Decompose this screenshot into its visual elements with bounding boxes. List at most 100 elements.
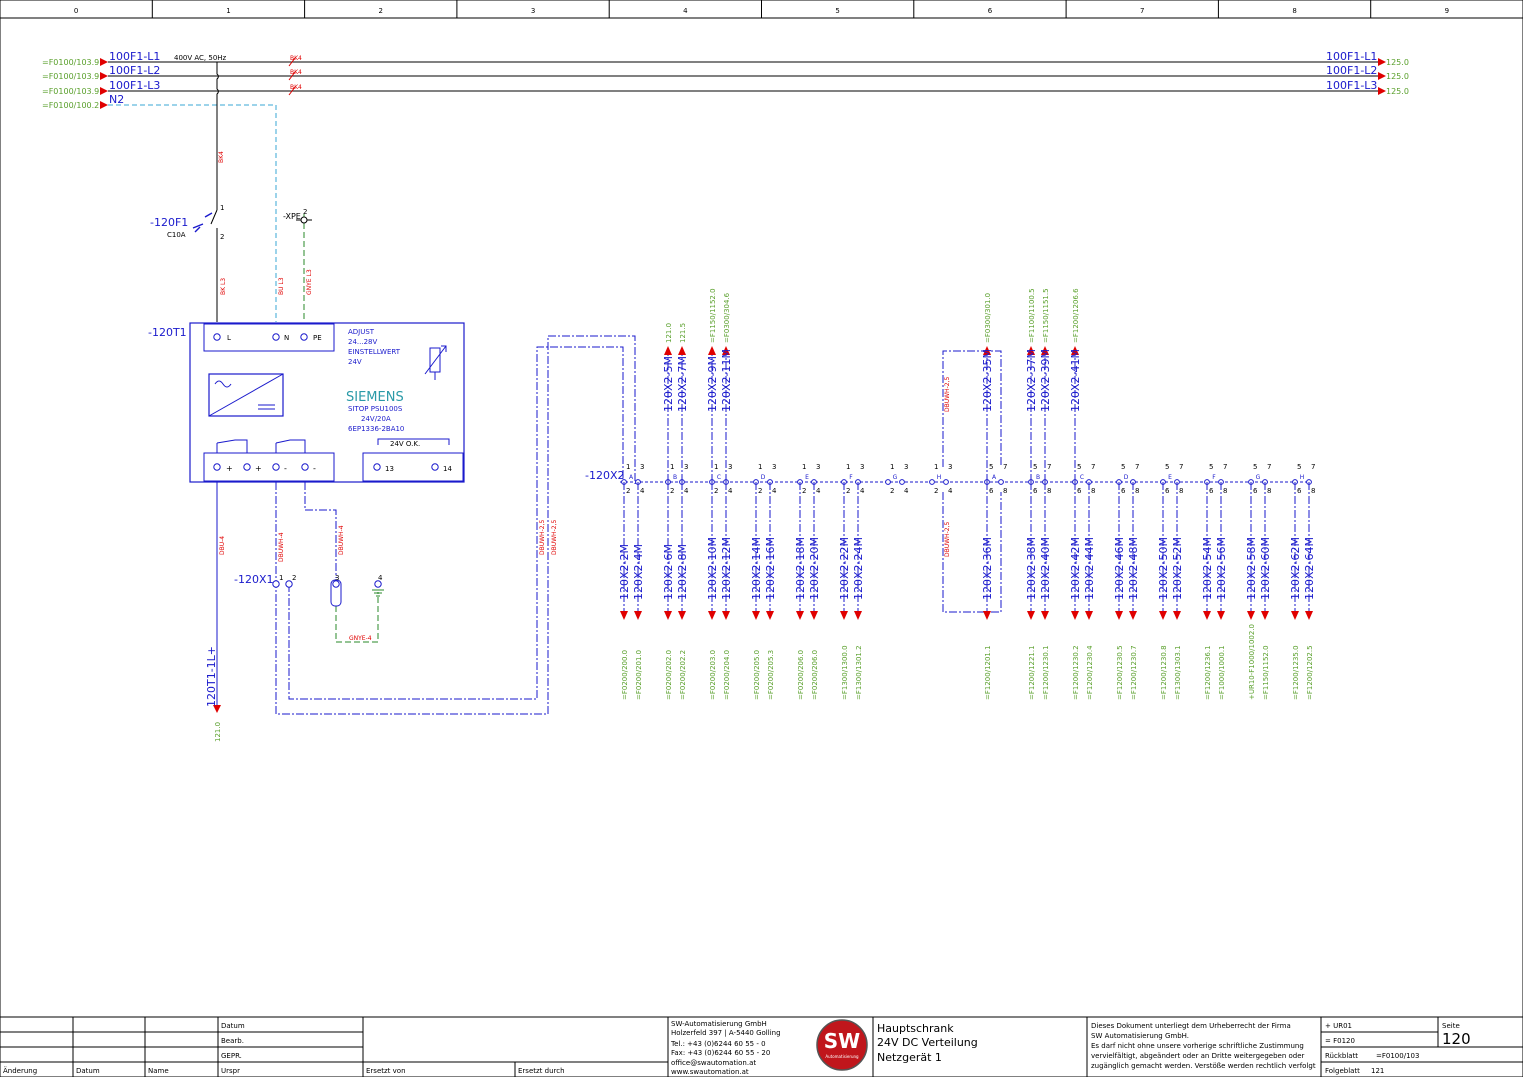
tb-company-5: office@swautomation.at <box>671 1059 756 1067</box>
tb-page-label: Seite <box>1442 1022 1460 1030</box>
x2-pin-bottom: 8 <box>1047 487 1051 495</box>
psu-pin-l: L <box>227 334 231 342</box>
x2-group-label: B <box>673 474 677 481</box>
x2-terminal <box>929 479 935 485</box>
x2-bottom-ref: =F0200/206.0 <box>811 650 819 700</box>
x2-pin-bottom: 6 <box>1121 487 1126 495</box>
ruler-label-3: 3 <box>531 7 535 15</box>
x2-pin-bottom: 8 <box>1179 487 1183 495</box>
x2-bottom-ref: =F1200/1235.0 <box>1292 645 1300 700</box>
x2-bottom-ref: =F1200/1201.1 <box>984 645 992 700</box>
supply-name-l2: 100F1-L2 <box>109 64 160 77</box>
x2-pin-top: 1 <box>890 463 894 471</box>
x2-bottom-arrow <box>1129 611 1137 620</box>
x2-bottom-ref: =F1200/1230.8 <box>1160 645 1168 700</box>
x2-terminal <box>885 479 891 485</box>
x2-group-label: C <box>1080 474 1084 481</box>
x2-pin-top: 5 <box>989 463 993 471</box>
tb-next-label: Folgeblatt <box>1325 1067 1360 1075</box>
x2-pin-bottom: 6 <box>1253 487 1258 495</box>
x2-pin-top: 7 <box>1003 463 1007 471</box>
x2-group-label: G <box>893 474 898 481</box>
pe-terminal-tag: -XPE <box>283 212 301 221</box>
x2-group-label: B <box>1036 474 1040 481</box>
ruler-label-8: 8 <box>1292 7 1296 15</box>
x2-bottom-arrow <box>810 611 818 620</box>
supply-right-ref-l2: 125.0 <box>1386 72 1409 81</box>
x2-pin-bottom: 6 <box>989 487 994 495</box>
terminal-point <box>301 463 309 471</box>
supply-right-l1: 100F1-L1 <box>1326 50 1377 63</box>
x2-bottom-arrow <box>1041 611 1049 620</box>
tb-copyright-4: vervielfältigt, abgeändert oder an Dritt… <box>1091 1052 1305 1060</box>
supply-right-ref-l3: 125.0 <box>1386 87 1409 96</box>
x2-bottom-mark: 120X2-54M <box>1201 537 1214 600</box>
supply-name-n: N2 <box>109 93 124 106</box>
x2-bottom-mark: 120X2-44M <box>1083 537 1096 600</box>
supply-in-arrow <box>100 58 108 66</box>
supply-out-arrow <box>1378 87 1386 95</box>
psu-ok-pin-13: 13 <box>385 465 394 473</box>
x2-top-arrow <box>1071 346 1079 355</box>
x2-group-label: D <box>761 474 766 481</box>
x2-bottom-ref: =F1300/1303.1 <box>1174 645 1182 700</box>
x2-bottom-arrow <box>634 611 642 620</box>
x2-bottom-ref: =F1300/1300.0 <box>841 645 849 700</box>
x2-pin-bottom: 6 <box>1165 487 1170 495</box>
psu-model-3: 6EP1336-2BA10 <box>348 425 404 433</box>
x2-pin-bottom: 4 <box>816 487 821 495</box>
x2-pin-bottom: 4 <box>728 487 733 495</box>
x2-top-mark: 120X2-37M <box>1025 349 1038 412</box>
x2-pin-bottom: 4 <box>948 487 953 495</box>
x2-bottom-ref: =F0200/202.0 <box>665 650 673 700</box>
x2-bottom-ref: =F0200/200.0 <box>621 650 629 700</box>
x2-bottom-arrow <box>620 611 628 620</box>
psu-pin-pe: PE <box>313 334 322 342</box>
x2-bottom-arrow <box>796 611 804 620</box>
x2-bottom-arrow <box>664 611 672 620</box>
x2-pin-top: 7 <box>1223 463 1227 471</box>
breaker-wire-bottom: BK L3 <box>220 278 227 295</box>
x2-top-arrow <box>1041 346 1049 355</box>
x2-pin-top: 3 <box>948 463 952 471</box>
tb-col-datum: Datum <box>76 1067 100 1075</box>
x2-pin-bottom: 6 <box>1077 487 1082 495</box>
x2-pin-top: 1 <box>758 463 762 471</box>
logo-text: SW <box>824 1029 860 1053</box>
x2-top-ref: 121.5 <box>679 323 687 343</box>
x2-pin-top: 5 <box>1297 463 1301 471</box>
x2-pin-bottom: 8 <box>1223 487 1227 495</box>
x2-group-label: E <box>805 474 809 481</box>
x2-bottom-ref: =F0200/204.0 <box>723 650 731 700</box>
x2-bottom-arrow <box>1217 611 1225 620</box>
x1-pin-4: 4 <box>378 574 383 582</box>
x2-pin-top: 1 <box>934 463 938 471</box>
logo-subtext: Automatisierung <box>825 1054 859 1059</box>
x2-pin-top: 3 <box>728 463 732 471</box>
x1-pin-2: 2 <box>292 574 296 582</box>
x2-group-label: A <box>629 474 634 481</box>
x2-bottom-arrow <box>1305 611 1313 620</box>
wire-l1: BK4 <box>290 55 302 62</box>
x2-bottom-mark: 120X2-50M <box>1157 537 1170 600</box>
x1-wire-3: DBUWH-4 <box>338 525 345 555</box>
breaker-pin-bottom: 2 <box>220 233 224 241</box>
psu-pin-minus-2: - <box>313 464 316 473</box>
ruler-label-4: 4 <box>683 7 688 15</box>
x2-bottom-arrow <box>678 611 686 620</box>
x2-group-label: D <box>1124 474 1129 481</box>
x1-wire-1: DBU-4 <box>219 536 226 555</box>
x2-bottom-arrow <box>708 611 716 620</box>
x2-bottom-ref: =F1200/1230.7 <box>1130 645 1138 700</box>
x2-top-ref: =F0300/304.6 <box>723 292 731 343</box>
x2-bottom-ref: =F1200/1221.1 <box>1028 645 1036 700</box>
x2-pin-top: 7 <box>1267 463 1271 471</box>
terminal-point <box>243 463 251 471</box>
x2-top-arrow <box>664 346 672 355</box>
terminal-point <box>285 580 293 588</box>
